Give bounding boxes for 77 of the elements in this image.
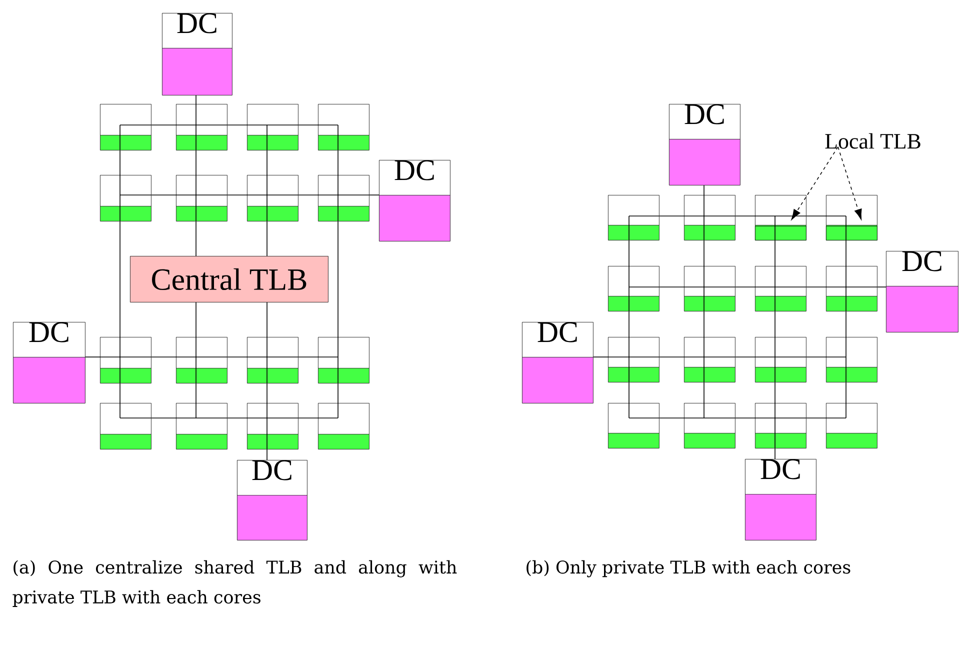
core-tile xyxy=(100,175,152,222)
wire xyxy=(628,382,630,404)
core-tile xyxy=(318,104,370,150)
wire xyxy=(266,221,268,256)
wire xyxy=(227,194,248,196)
wire xyxy=(151,124,176,126)
wire xyxy=(298,356,318,358)
core-tile xyxy=(176,403,228,450)
core-tile xyxy=(100,337,152,384)
wire xyxy=(659,356,684,358)
wire xyxy=(266,449,268,460)
core-tile xyxy=(684,266,736,312)
dc-box: DC xyxy=(162,13,232,96)
core-tile xyxy=(247,337,298,384)
core-tile xyxy=(608,195,660,240)
wire xyxy=(266,383,268,404)
core-tile xyxy=(826,266,878,312)
core-tile xyxy=(826,337,878,382)
wire xyxy=(298,124,318,126)
core-tile xyxy=(608,266,660,312)
core-tile xyxy=(684,403,736,448)
wire xyxy=(806,286,826,288)
core-tile xyxy=(176,104,228,150)
core-tile xyxy=(755,403,806,448)
dc-box: DC xyxy=(13,322,86,404)
wire xyxy=(298,194,318,196)
wire xyxy=(151,356,176,358)
wire xyxy=(266,302,268,338)
tlb-bar xyxy=(826,226,878,240)
wire xyxy=(877,286,886,288)
wire xyxy=(774,240,776,266)
leader-arrow xyxy=(791,146,838,220)
wire xyxy=(659,286,684,288)
wire xyxy=(628,240,630,266)
wire xyxy=(369,194,380,196)
dc-box: DC xyxy=(886,251,958,332)
dc-box: DC xyxy=(379,160,450,242)
core-tile xyxy=(100,104,152,150)
caption: (b) Only private TLB with each cores xyxy=(526,560,850,578)
wire xyxy=(266,150,268,176)
tlb-bar xyxy=(755,226,806,240)
core-tile xyxy=(755,337,806,382)
dc-box: DC xyxy=(745,459,816,540)
tlb-box: Central TLB xyxy=(130,256,328,302)
wire xyxy=(735,286,756,288)
core-tile xyxy=(247,104,298,150)
wire xyxy=(593,356,608,358)
wire xyxy=(151,194,176,196)
core-tile xyxy=(826,403,878,448)
core-tile xyxy=(247,175,298,222)
wire xyxy=(85,356,100,358)
dc-box: DC xyxy=(522,322,594,404)
core-tile xyxy=(247,403,298,450)
core-tile xyxy=(684,195,736,240)
wire xyxy=(735,356,756,358)
leader-arrow xyxy=(838,146,862,220)
caption: (a) One centralize shared TLB and along with private TLB with each cores xyxy=(12,560,457,607)
core-tile xyxy=(176,337,228,384)
core-tile xyxy=(318,337,370,384)
core-tile xyxy=(608,337,660,382)
core-tile xyxy=(755,266,806,312)
callout-label: Local TLB xyxy=(825,133,920,149)
core-tile xyxy=(318,403,370,450)
core-tile xyxy=(176,175,228,222)
wire xyxy=(628,311,630,338)
wire xyxy=(227,124,248,126)
core-tile xyxy=(318,175,370,222)
wire xyxy=(774,382,776,404)
wire xyxy=(774,448,776,460)
wire xyxy=(774,311,776,338)
core-tile xyxy=(608,403,660,448)
core-tile xyxy=(100,403,152,450)
core-tile xyxy=(684,337,736,382)
dc-box: DC xyxy=(669,104,740,186)
wire xyxy=(227,356,248,358)
wire xyxy=(806,356,826,358)
dc-box: DC xyxy=(237,460,308,540)
